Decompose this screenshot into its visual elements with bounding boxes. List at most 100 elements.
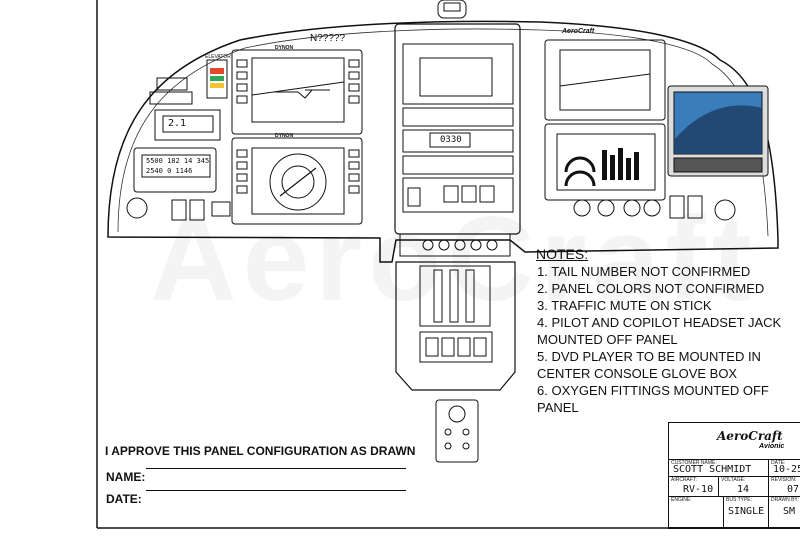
comm-radio — [133, 147, 217, 193]
lower-console-knobs — [444, 428, 470, 450]
date-caption: DATE: — [771, 460, 786, 466]
revision-caption: REVISION: — [771, 477, 797, 483]
bus-value: SINGLE — [728, 506, 765, 517]
switch-left-2 — [189, 199, 205, 221]
console-switches — [425, 337, 487, 357]
switch-left-3 — [211, 201, 231, 217]
notes-title: NOTES: — [536, 246, 589, 262]
dvd-player-controls — [673, 157, 763, 173]
approval-statement: I APPROVE THIS PANEL CONFIGURATION AS DR… — [105, 444, 416, 458]
comm-readout-line2: 2540 0 1146 — [146, 167, 193, 175]
right-switch-1 — [669, 195, 685, 219]
throttle-lever — [433, 269, 443, 323]
mfd-bottom-brand: DYNON — [275, 133, 294, 139]
nav-com-readout: 0330 — [440, 135, 462, 145]
efis-bottom-buttons-left — [236, 149, 248, 194]
switch-left-1 — [171, 199, 187, 221]
console-knobs — [422, 239, 498, 251]
ebc-readout: 2.1 — [168, 118, 187, 129]
gps-screen — [419, 57, 493, 97]
fuel-selector — [448, 405, 466, 423]
name-label: NAME: — [106, 470, 146, 484]
efis-top-buttons-right — [348, 59, 360, 104]
revision-value: 07 — [787, 484, 800, 495]
transponder — [402, 155, 514, 175]
comm-readout-line1: 5500 182 14 345 — [146, 157, 210, 165]
drawn-cell: DRAWN BY: SM — [769, 497, 800, 528]
console-switch-panel — [419, 331, 493, 363]
drawn-value: SM — [783, 506, 796, 517]
note-line: 6. OXYGEN FITTINGS MOUNTED OFF — [537, 383, 769, 398]
console-outline — [395, 261, 516, 391]
customer-value: SCOTT SCHMIDT — [673, 464, 752, 475]
hsi-outer-ring — [269, 153, 327, 211]
aircraft-cell: AIRCRAFT: RV-10 — [669, 477, 719, 497]
voltage-value: 14 — [737, 484, 750, 495]
autopilot-buttons — [443, 185, 495, 203]
efis-bottom-screen — [251, 147, 345, 215]
efis-right-top-frame — [544, 39, 666, 121]
note-line: 2. PANEL COLORS NOT CONFIRMED — [537, 281, 765, 296]
trim-bar-green — [210, 76, 224, 81]
note-line: CENTER CONSOLE GLOVE BOX — [537, 366, 738, 381]
mfd-top-brand: DYNON — [275, 45, 294, 51]
bus-cell: BUS TYPE: SINGLE — [724, 497, 769, 528]
efis-top-screen — [251, 57, 345, 123]
engine-arc-2 — [564, 170, 596, 187]
aircraft-value: RV-10 — [683, 484, 714, 495]
ebc-display — [162, 115, 214, 133]
date-label: DATE: — [106, 492, 142, 506]
flap-indicator — [149, 91, 193, 105]
ignition-switch — [126, 197, 148, 219]
gps-unit — [402, 43, 514, 105]
prop-lever — [449, 269, 459, 323]
nav-com — [402, 129, 514, 153]
nav-com-display — [429, 132, 471, 148]
efis-right-horizon — [559, 73, 651, 87]
elevator-label: ELEVATOR — [205, 54, 231, 60]
comm-radio-display — [141, 154, 211, 178]
right-switch-2 — [687, 195, 703, 219]
trim-indicator — [156, 77, 188, 91]
voltage-caption: VOLTAGE: — [721, 477, 746, 483]
watermark: AeroCraft — [150, 190, 757, 328]
drawn-caption: DRAWN BY: — [771, 497, 799, 503]
note-line: MOUNTED OFF PANEL — [537, 332, 678, 347]
date-value: 10-25 — [773, 464, 800, 475]
engine-cell: ENGINE: — [669, 497, 724, 528]
throttle-quadrant — [419, 265, 491, 327]
note-line: PANEL — [537, 400, 579, 415]
efis-bottom-frame — [231, 137, 363, 225]
note-line: 5. DVD PLAYER TO BE MOUNTED IN — [537, 349, 761, 364]
voltage-cell: VOLTAGE: 14 — [719, 477, 769, 497]
compass-window — [443, 2, 461, 12]
efis-top-horizon — [251, 81, 345, 96]
panel-outline — [107, 20, 779, 263]
efis-top-frame — [231, 49, 363, 135]
title-block: AeroCraft Avionic CUSTOMER NAME: SCOTT S… — [668, 422, 800, 529]
engine-arc-1 — [564, 156, 596, 173]
aircraft-caption: AIRCRAFT: — [671, 477, 697, 483]
right-knob-large — [714, 199, 736, 221]
title-block-brand: AeroCraft — [717, 429, 783, 443]
efis-top-buttons-left — [236, 59, 248, 104]
audio-panel — [402, 107, 514, 127]
bus-caption: BUS TYPE: — [726, 497, 753, 503]
customer-caption: CUSTOMER NAME: — [671, 460, 717, 466]
autopilot — [402, 177, 514, 213]
dvd-screen-image — [674, 105, 762, 154]
name-signature-line[interactable] — [146, 468, 406, 469]
compass-mount — [437, 0, 467, 19]
note-line: 3. TRAFFIC MUTE ON STICK — [537, 298, 712, 313]
hsi-inner-ring — [281, 165, 315, 199]
ebc-unit — [154, 109, 221, 141]
flap-switch — [407, 187, 421, 207]
elevator-trim-gauge — [206, 59, 228, 99]
date-signature-line[interactable] — [146, 490, 406, 491]
efis-bottom-buttons-right — [348, 149, 360, 194]
hsi-needle — [279, 167, 317, 197]
efis-top-aircraft — [275, 89, 330, 99]
right-mfd-brand: AeroCraft — [562, 28, 595, 35]
